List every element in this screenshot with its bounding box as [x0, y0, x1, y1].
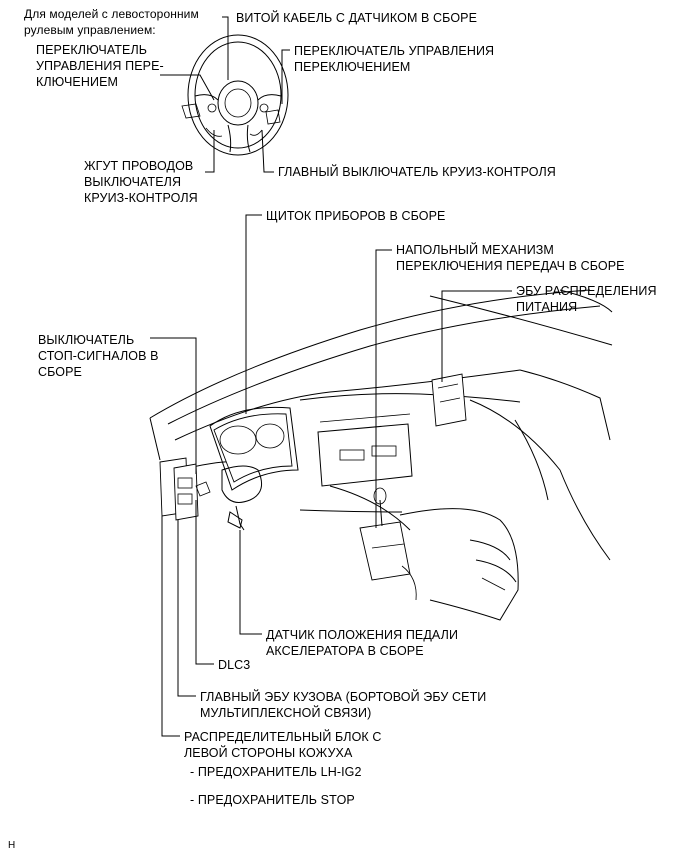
dlc3-label: DLC3 — [218, 658, 251, 672]
cruise-main-switch-label: ГЛАВНЫЙ ВЫКЛЮЧАТЕЛЬ КРУИЗ-КОНТРОЛЯ — [278, 165, 556, 179]
stop-lamp-switch-label: ВЫКЛЮЧАТЕЛЬ СТОП-СИГНАЛОВ В СБОРЕ — [38, 333, 159, 379]
shift-switch-left-label: ПЕРЕКЛЮЧАТЕЛЬ УПРАВЛЕНИЯ ПЕРЕ- КЛЮЧЕНИЕМ — [36, 43, 164, 89]
lhd-note-label: Для моделей с левосторонним рулевым упра… — [24, 7, 199, 37]
instrument-panel-label: ЩИТОК ПРИБОРОВ В СБОРЕ — [266, 209, 446, 223]
dashboard-illustration — [149, 289, 613, 621]
main-body-ecu-label: ГЛАВНЫЙ ЭБУ КУЗОВА (БОРТОВОЙ ЭБУ СЕТИ МУ… — [200, 690, 487, 720]
power-distribution-ecu-label: ЭБУ РАСПРЕДЕЛЕНИЯ ПИТАНИЯ — [516, 284, 657, 314]
steering-wheel-illustration — [181, 34, 289, 156]
fuse-stop-label: - ПРЕДОХРАНИТЕЛЬ STOP — [190, 793, 355, 807]
cruise-harness-label: ЖГУТ ПРОВОДОВ ВЫКЛЮЧАТЕЛЯ КРУИЗ-КОНТРОЛЯ — [84, 159, 198, 205]
junction-block-label: РАСПРЕДЕЛИТЕЛЬНЫЙ БЛОК С ЛЕВОЙ СТОРОНЫ К… — [184, 730, 382, 760]
shift-switch-right-label: ПЕРЕКЛЮЧАТЕЛЬ УПРАВЛЕНИЯ ПЕРЕКЛЮЧЕНИЕМ — [294, 44, 495, 74]
fuse-lh-ig2-label: - ПРЕДОХРАНИТЕЛЬ LH-IG2 — [190, 765, 362, 779]
spiral-cable-label: ВИТОЙ КАБЕЛЬ С ДАТЧИКОМ В СБОРЕ — [236, 11, 478, 25]
leader-lines — [150, 16, 512, 737]
figure-code: H — [8, 840, 16, 851]
accelerator-sensor-label: ДАТЧИК ПОЛОЖЕНИЯ ПЕДАЛИ АКСЕЛЕРАТОРА В С… — [266, 628, 459, 658]
floor-shift-label: НАПОЛЬНЫЙ МЕХАНИЗМ ПЕРЕКЛЮЧЕНИЯ ПЕРЕДАЧ … — [396, 243, 625, 273]
